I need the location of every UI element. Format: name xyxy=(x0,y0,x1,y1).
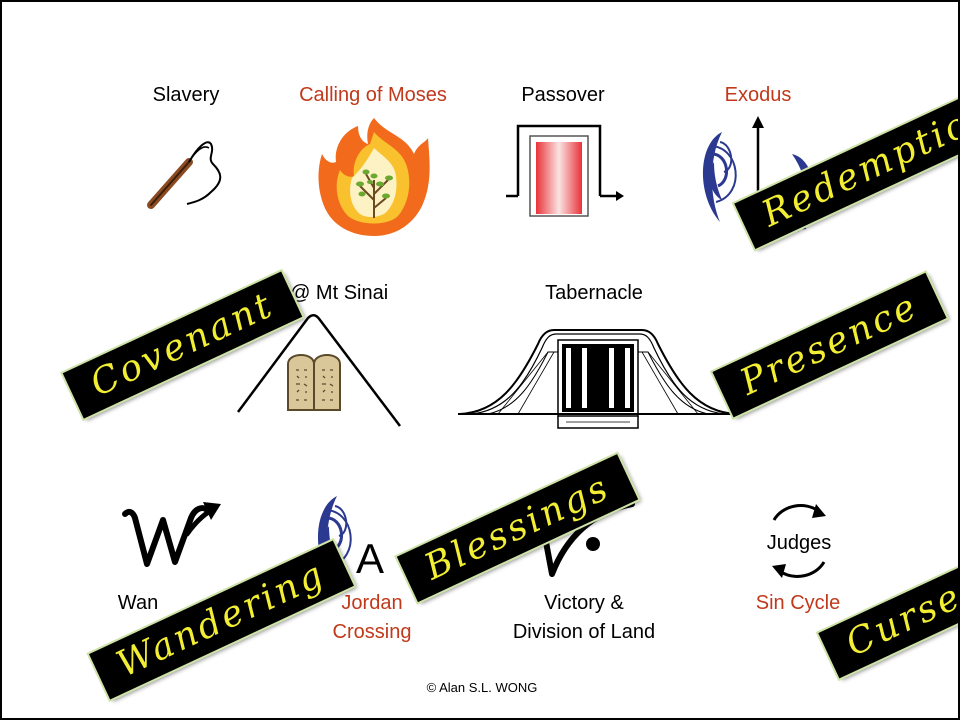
label-sin-cycle: Sin Cycle xyxy=(755,592,841,614)
copyright-text: © Alan S.L. WONG xyxy=(426,680,538,695)
label-calling-of-moses: Calling of Moses xyxy=(299,84,447,106)
label-tabernacle: Tabernacle xyxy=(545,282,643,304)
label-wandering-partial: Wan xyxy=(117,592,159,614)
burning-bush-icon xyxy=(318,118,430,236)
label-victory-line2: Division of Land xyxy=(512,621,656,643)
label-exodus: Exodus xyxy=(724,84,792,106)
label-passover: Passover xyxy=(521,84,605,106)
label-jordan-line1: Jordan xyxy=(341,592,403,614)
label-slavery: Slavery xyxy=(152,84,220,106)
label-judges: Judges xyxy=(766,532,832,554)
banner-presence: Presence xyxy=(712,272,947,418)
label-jordan-line2: Crossing xyxy=(332,621,412,643)
label-victory-line1: Victory & xyxy=(544,592,624,614)
tabernacle-icon xyxy=(458,329,738,429)
whip-icon xyxy=(147,141,222,209)
mountain-tablets-icon xyxy=(236,314,401,427)
wandering-w-icon xyxy=(122,502,221,567)
cycle-arrows-icon xyxy=(772,504,826,578)
jordan-letter-a: A xyxy=(356,535,385,582)
passover-door-icon xyxy=(506,124,624,217)
